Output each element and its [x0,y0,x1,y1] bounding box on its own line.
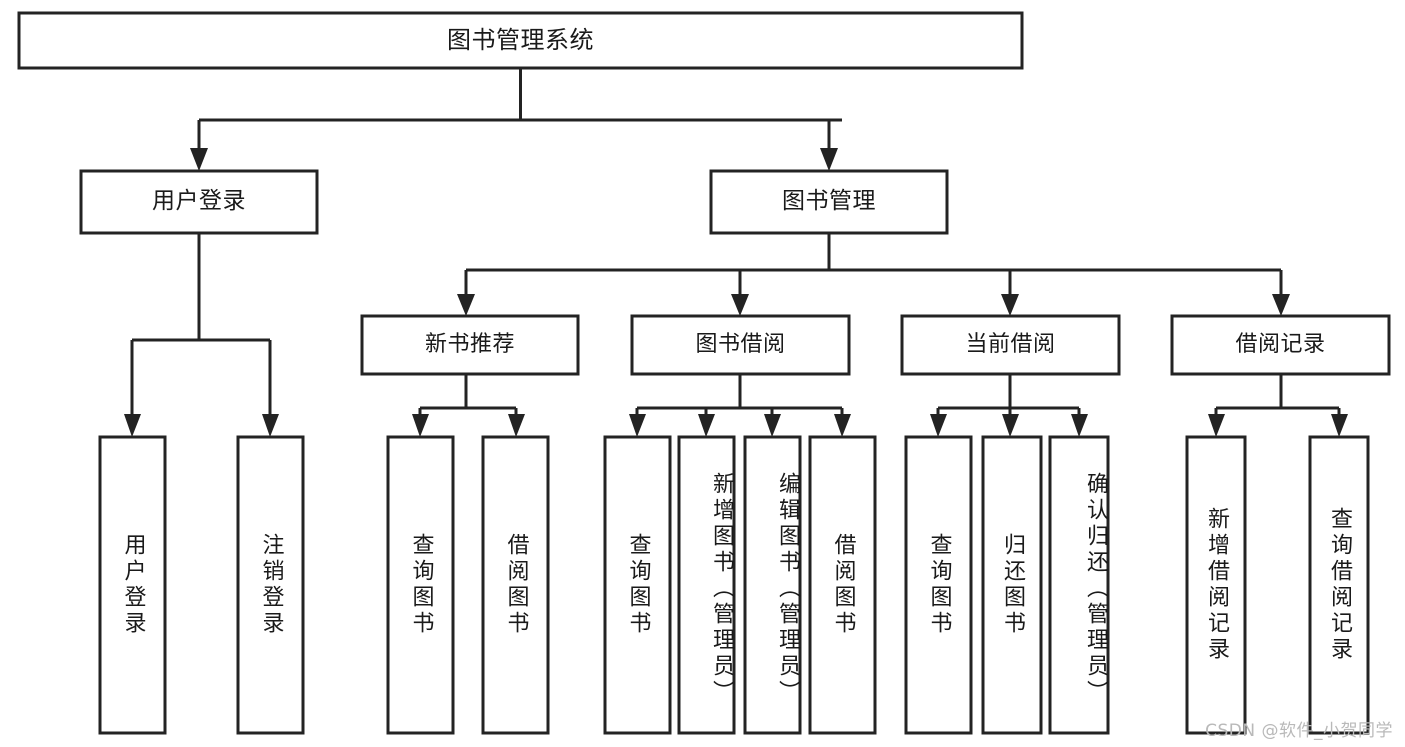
node-book-manage-box[interactable] [709,169,949,235]
arrow-to-leaf-logout [262,414,279,437]
arrow-to-leaf-edit-book [764,414,781,437]
connector-borrowrecord-to-leaves [1214,374,1341,418]
node-borrow-record-box[interactable] [1170,314,1391,376]
arrow-to-current-borrow [1001,294,1019,316]
arrow-to-leaf-add-record [1208,414,1225,437]
arrow-to-leaf-borrow-book-2 [834,414,851,437]
node-root-box[interactable] [17,11,1024,70]
arrow-to-leaf-add-book [698,414,715,437]
arrow-to-leaf-borrow-book-1 [508,414,525,437]
connector-root-to-level2 [197,68,842,150]
arrow-to-borrow-record [1272,294,1290,316]
leaf-edit-book-box[interactable] [743,435,802,735]
connector-bookborrow-to-leaves [635,374,844,418]
leaf-logout-box[interactable] [236,435,305,735]
leaf-add-record-box[interactable] [1185,435,1247,735]
arrow-to-leaf-user-login [124,414,141,437]
connector-newbook-to-leaves [418,374,518,418]
node-book-borrow-box[interactable] [630,314,851,376]
arrow-to-leaf-return-book [1002,414,1019,437]
leaf-add-book-box[interactable] [677,435,736,735]
arrow-to-leaf-query-book-1 [412,414,429,437]
arrow-to-book-manage [820,148,838,171]
leaf-borrow-book-2-box[interactable] [808,435,877,735]
arrow-to-leaf-query-book-2 [629,414,646,437]
leaf-borrow-book-1-box[interactable] [481,435,550,735]
leaf-query-book-1-box[interactable] [386,435,455,735]
connector-userlogin-to-leaves [130,233,272,418]
leaf-confirm-return-box[interactable] [1048,435,1110,735]
arrow-to-leaf-query-book-3 [930,414,947,437]
leaf-query-book-3-box[interactable] [904,435,973,735]
arrow-to-new-book-recommend [457,294,475,316]
leaf-user-login-box[interactable] [98,435,167,735]
arrow-to-user-login [190,148,208,171]
arrow-to-leaf-query-record [1331,414,1348,437]
arrow-to-book-borrow [731,294,749,316]
arrow-to-leaf-confirm-return [1071,414,1088,437]
leaf-return-book-box[interactable] [981,435,1043,735]
node-new-book-recommend-box[interactable] [360,314,580,376]
leaf-query-book-2-box[interactable] [603,435,672,735]
connector-currentborrow-to-leaves [936,374,1081,418]
node-current-borrow-box[interactable] [900,314,1121,376]
node-user-login-box[interactable] [79,169,319,235]
leaf-query-record-box[interactable] [1308,435,1370,735]
watermark-text: CSDN @软件_小贺同学 [1205,721,1393,741]
connector-bookmanage-to-level3 [464,233,1283,296]
